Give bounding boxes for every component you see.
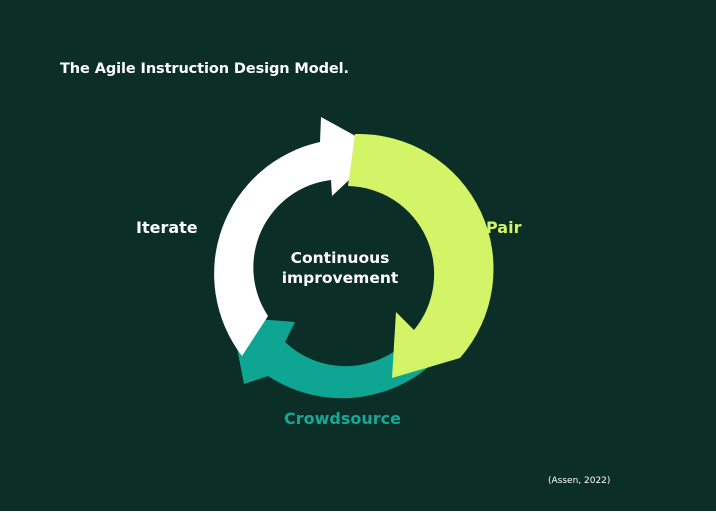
iterate-arrow <box>214 117 381 356</box>
stage-label-pair: Pair <box>486 218 522 237</box>
pair-arrow <box>348 133 494 378</box>
crowdsource-arrow <box>231 317 448 399</box>
center-label-line1: Continuous <box>290 249 390 267</box>
stage-label-iterate: Iterate <box>136 218 198 237</box>
stage-label-crowdsource: Crowdsource <box>284 409 401 428</box>
center-label: Continuous improvement <box>250 248 430 288</box>
slide-title: The Agile Instruction Design Model. <box>60 61 349 77</box>
citation: (Assen, 2022) <box>548 476 611 486</box>
center-label-line2: improvement <box>281 269 399 287</box>
